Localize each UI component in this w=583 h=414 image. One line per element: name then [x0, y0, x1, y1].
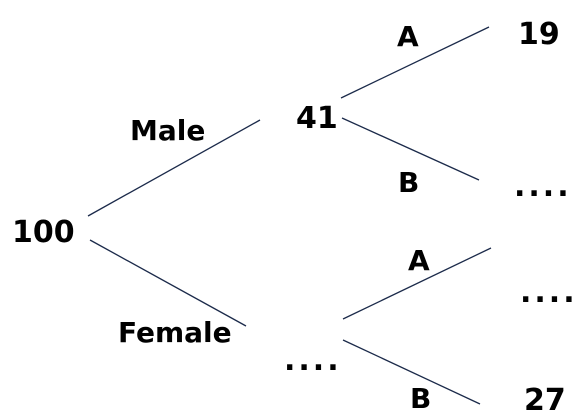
branch-root-female [89, 239, 247, 327]
leaf-female-a: .... [520, 275, 578, 310]
branch-label-female: Female [118, 316, 232, 349]
branch-label-male-b: B [398, 166, 419, 199]
branch-label-male: Male [130, 114, 205, 147]
leaf-male-a: 19 [518, 17, 560, 52]
node-female-total: .... [284, 343, 342, 378]
branch-label-female-b: B [410, 382, 431, 414]
branch-label-female-a: A [408, 244, 430, 277]
branch-female-a [342, 247, 492, 320]
node-male-total: 41 [296, 101, 338, 136]
branch-root-male [87, 119, 261, 217]
root-node: 100 [12, 215, 75, 250]
leaf-male-b: .... [514, 169, 572, 204]
branch-female-b [342, 339, 481, 405]
branch-male-b [341, 117, 480, 181]
branch-label-male-a: A [397, 20, 419, 53]
leaf-female-b: 27 [524, 383, 566, 414]
branch-male-a [340, 26, 490, 99]
